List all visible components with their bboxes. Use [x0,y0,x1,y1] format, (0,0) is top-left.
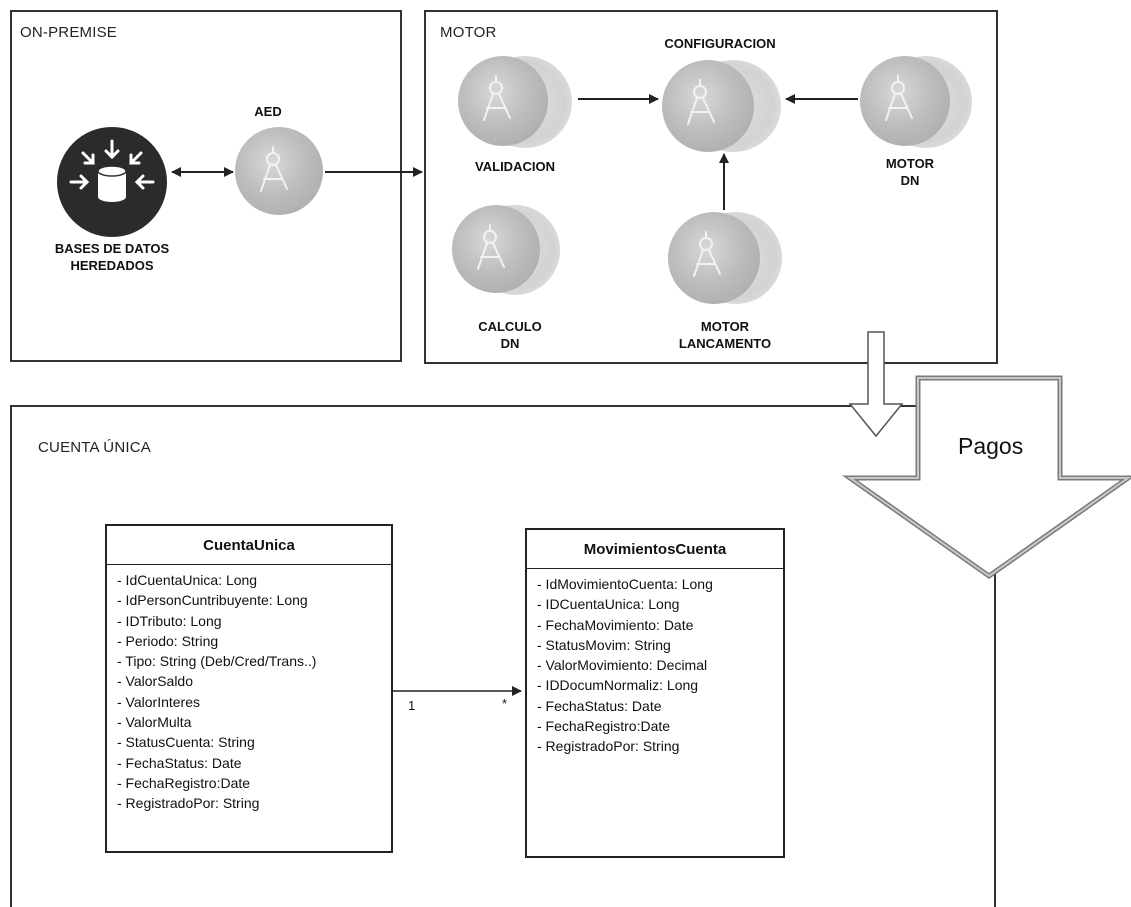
lancamento-label-line1: MOTOR [700,319,750,334]
cuenta-unica-title: CUENTA ÚNICA [38,439,151,456]
uml-attribute: - FechaMovimiento: Date [537,616,694,633]
motor-dn-node[interactable] [860,56,950,146]
uml-attribute: - FechaStatus: Date [537,697,662,714]
uml-attribute: - RegistradoPor: String [117,795,260,812]
uml-attribute: - Tipo: String (Deb/Cred/Trans..) [117,653,317,670]
uml-attribute: - FechaStatus: Date [117,754,242,771]
compass-gear-icon [693,231,721,277]
uml-attribute: - RegistradoPor: String [537,738,680,755]
uml-attribute: - IdMovimientoCuenta: Long [537,576,713,592]
legacy-database-label-line1: BASES DE DATOS [54,241,170,256]
uml-attribute: - ValorMovimiento: Decimal [537,657,708,674]
uml-attribute: - IdCuentaUnica: Long [117,572,258,588]
uml-attribute: - IdPersonCuntribuyente: Long [117,592,308,609]
configuracion-node[interactable] [662,60,754,152]
aed-node[interactable] [235,127,323,215]
uml-attribute: - ValorSaldo [117,673,194,690]
legacy-database-label: BASES DE DATOS HEREDADOS [20,240,204,274]
uml-class-name: MovimientosCuenta [527,530,783,569]
uml-attribute: - FechaRegistro:Date [537,718,671,735]
motor-dn-label: MOTOR DN [860,155,960,189]
database-inbound-icon [69,139,155,202]
aed-label: AED [254,104,282,119]
association-target-multiplicity: * [502,696,508,711]
configuracion-label: CONFIGURACION [664,36,776,51]
pagos-label: Pagos [958,433,1024,459]
compass-gear-icon [885,75,913,121]
compass-gear-icon [477,224,505,270]
compass-gear-icon [687,79,715,125]
association-source-multiplicity: 1 [408,698,416,713]
lancamento-node[interactable] [668,212,760,304]
on-premise-title: ON-PREMISE [20,24,118,41]
legacy-database-label-line2: HEREDADOS [70,258,154,273]
lancamento-label: MOTOR LANCAMENTO [650,318,800,352]
calculo-dn-label-line1: CALCULO [478,319,542,334]
motor-title: MOTOR [440,24,497,41]
motor-dn-label-line2: DN [900,173,920,188]
uml-class-name: CuentaUnica [107,526,391,565]
calculo-dn-label: CALCULO DN [455,318,565,352]
motor-dn-label-line1: MOTOR [885,156,935,171]
uml-attribute: - ValorMulta [117,714,192,731]
legacy-database-node[interactable] [57,127,167,237]
lancamento-label-line2: LANCAMENTO [678,336,772,351]
calculo-dn-label-line2: DN [500,336,520,351]
uml-class-cuentaunica[interactable]: CuentaUnica - IdCuentaUnica: Long - IdPe… [105,524,393,853]
uml-attribute: - IDCuentaUnica: Long [537,596,680,613]
uml-attribute: - StatusCuenta: String [117,734,255,751]
compass-gear-icon [483,75,511,121]
validacion-label: VALIDACION [475,159,555,174]
compass-gear-icon [260,146,288,192]
uml-attribute-list: - IdCuentaUnica: Long - IdPersonCuntribu… [107,565,391,814]
uml-attribute-list: - IdMovimientoCuenta: Long - IDCuentaUni… [527,569,783,757]
validacion-node[interactable] [458,56,548,146]
uml-attribute: - StatusMovim: String [537,636,671,653]
uml-attribute: - IDTributo: Long [117,612,222,629]
calculo-dn-node[interactable] [452,205,540,293]
uml-class-movimientoscuenta[interactable]: MovimientosCuenta - IdMovimientoCuenta: … [525,528,785,858]
uml-attribute: - Periodo: String [117,632,219,649]
uml-attribute: - IDDocumNormaliz: Long [537,677,699,694]
uml-attribute: - FechaRegistro:Date [117,774,251,791]
uml-attribute: - ValorInteres [117,693,200,710]
